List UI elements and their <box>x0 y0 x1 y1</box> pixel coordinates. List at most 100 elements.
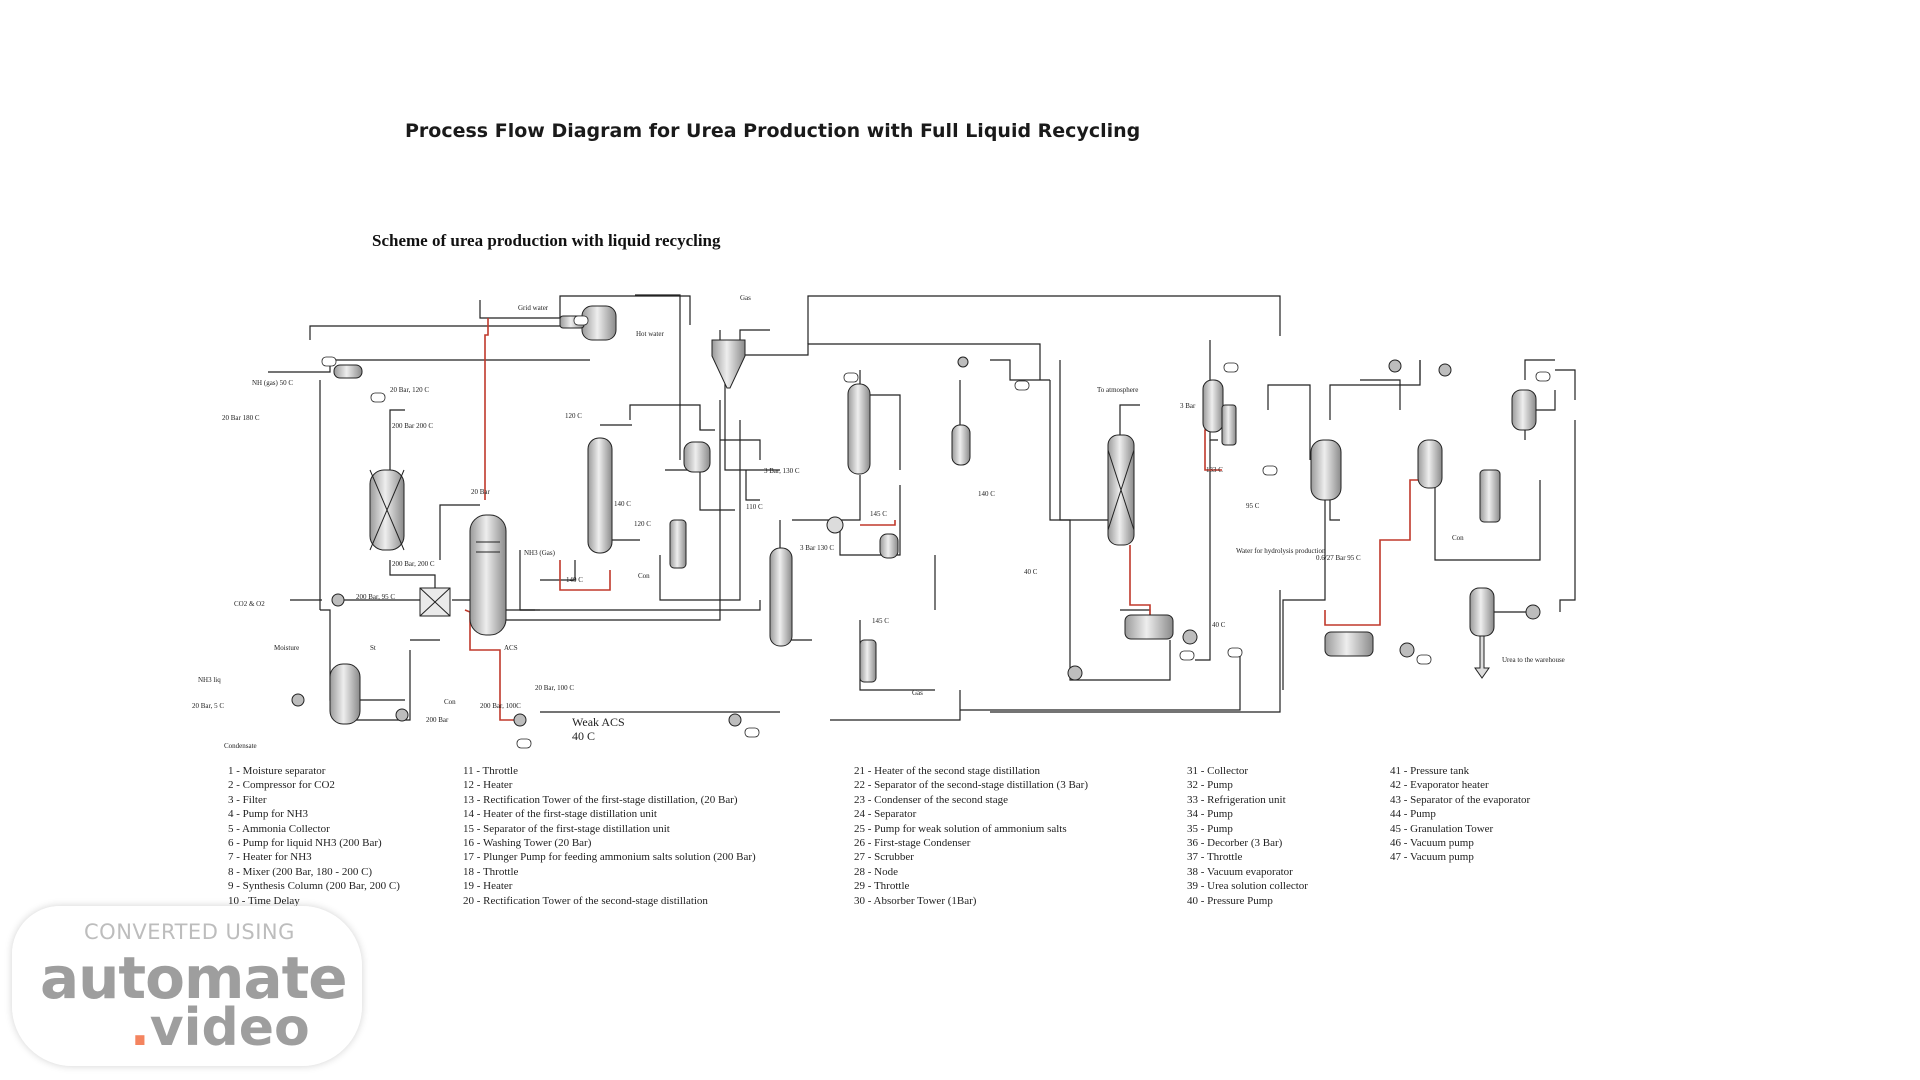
label-120c-a: 120 C <box>565 412 582 420</box>
legend-item: 17 - Plunger Pump for feeding ammonium s… <box>463 851 756 864</box>
legend-item: 23 - Condenser of the second stage <box>854 793 1008 806</box>
label-3bar-130c-b: 3 Bar 130 C <box>800 544 834 552</box>
equipment <box>329 305 1537 725</box>
synthesis-column <box>469 514 507 636</box>
watermark-suffix: video <box>149 998 310 1058</box>
red-line-decorber <box>1204 429 1222 471</box>
legend-item: 38 - Vacuum evaporator <box>1187 865 1293 878</box>
legend-item: 45 - Granulation Tower <box>1390 822 1494 835</box>
red-line-washer <box>484 318 489 500</box>
pump-47 <box>1438 363 1452 377</box>
line-pump32 <box>1069 640 1171 681</box>
pump-25 <box>728 713 742 727</box>
heater-19 <box>826 516 844 534</box>
diagram-subtitle: Scheme of urea production with liquid re… <box>372 231 721 250</box>
label-urea-warehouse: Urea to the warehouse <box>1502 656 1565 664</box>
line-top-washer <box>635 294 681 460</box>
legend-item: 47 - Vacuum pump <box>1390 851 1474 864</box>
line-tower20-bottom <box>792 475 861 521</box>
line-gas-separator <box>719 330 1041 380</box>
label-moisture: Moisture <box>274 644 299 652</box>
watermark-caption: CONVERTED USING <box>84 920 295 944</box>
label-3bar-130c-a: 3 Bar, 130 C <box>764 467 800 475</box>
label-co2: CO2 & O2 <box>234 600 265 608</box>
label-20bar-180c: 20 Bar 180 C <box>222 414 260 422</box>
process-labels: Gas Grid water Hot water NH (gas) 50 C 2… <box>192 294 1565 750</box>
condenser-23 <box>859 639 877 683</box>
label-20bar-120c: 20 Bar, 120 C <box>390 386 429 394</box>
red-line-heater14 <box>559 560 611 591</box>
legend-item: 41 - Pressure tank <box>1390 765 1470 777</box>
label-140c-d: 140 C <box>978 490 995 498</box>
label-20bar-100c: 20 Bar, 100 C <box>535 684 574 692</box>
watermark-brand-suffix: .video <box>130 998 310 1058</box>
label-145c-b: 145 C <box>872 617 889 625</box>
line-right-col16 <box>720 439 761 460</box>
line-evap-top <box>1524 359 1555 380</box>
granulation-tower <box>1469 587 1495 637</box>
line-synth-top <box>389 560 436 590</box>
legend-item: 30 - Absorber Tower (1Bar) <box>854 894 977 907</box>
legend-item: 24 - Separator <box>854 808 917 821</box>
pump-4 <box>291 693 305 707</box>
legend-item: 32 - Pump <box>1187 779 1233 792</box>
legend-item: 36 - Decorber (3 Bar) <box>1187 837 1283 850</box>
legend-item: 26 - First-stage Condenser <box>854 837 971 850</box>
line-gas-down <box>745 470 760 501</box>
line-vessel-top <box>1360 379 1401 410</box>
line-col16 <box>659 420 741 601</box>
pump-34 <box>1182 629 1198 645</box>
vacuum-evaporator <box>1310 439 1342 501</box>
label-200bar-200c-a: 200 Bar 200 C <box>392 422 433 430</box>
red-line-evap <box>1324 479 1425 626</box>
label-vacuum: 0.6/27 Bar 95 C <box>1316 554 1361 562</box>
label-nh3-liq: NH3 liq <box>198 676 221 684</box>
label-140c-a: 140 C <box>614 500 631 508</box>
label-nh3-gas: NH3 (Gas) <box>524 549 556 557</box>
label-200bar-100c: 200 Bar, 100C <box>480 702 521 710</box>
line-top-header <box>309 310 601 340</box>
legend-item: 15 - Separator of the first-stage distil… <box>463 822 670 835</box>
legend-item: 28 - Node <box>854 865 898 878</box>
pump-44 <box>1525 604 1541 620</box>
legend-col-4: 31 - Collector 32 - Pump 33 - Refrigerat… <box>1187 764 1308 908</box>
pump-17 <box>513 713 527 727</box>
label-grid-water: Grid water <box>518 304 549 312</box>
legend-item: 37 - Throttle <box>1187 851 1243 864</box>
node-28 <box>957 356 969 368</box>
label-20bar-5c: 20 Bar, 5 C <box>192 702 224 710</box>
decorber <box>1202 379 1224 433</box>
legend-item: 1 - Moisture separator <box>228 765 326 777</box>
legend-item: 33 - Refrigeration unit <box>1187 793 1286 806</box>
label-to-atmosphere: To atmosphere <box>1097 386 1138 394</box>
legend-item: 8 - Mixer (200 Bar, 180 - 200 C) <box>228 865 373 878</box>
label-con-a: Con <box>638 572 650 580</box>
separator-24 <box>951 424 971 466</box>
legend-item: 27 - Scrubber <box>854 851 914 864</box>
legend-item: 34 - Pump <box>1187 808 1233 821</box>
line-to-washer <box>479 295 691 325</box>
legend-item: 46 - Vacuum pump <box>1390 837 1474 850</box>
line-right-side <box>1559 420 1576 612</box>
legend-item: 10 - Time Delay <box>228 894 300 907</box>
red-line-absorber <box>1129 545 1151 620</box>
line-to-pump40 <box>1250 590 1281 713</box>
line-right-header <box>807 295 1281 344</box>
legend-item: 6 - Pump for liquid NH3 (200 Bar) <box>228 837 382 850</box>
separator-evaporator <box>1511 389 1537 431</box>
recycle-lines <box>464 318 1425 721</box>
label-140c-b: 140 C <box>566 576 583 584</box>
line-col13-side <box>629 404 701 430</box>
label-110c: 110 C <box>746 503 763 511</box>
line-nh-gas-header <box>268 359 590 373</box>
line-separator15 <box>699 470 735 511</box>
line-vac-evap <box>1267 384 1311 460</box>
legend-item: 22 - Separator of the second-stage disti… <box>854 779 1088 792</box>
line-synth-up <box>389 409 405 480</box>
urea-collector <box>1324 631 1374 657</box>
label-hot-water: Hot water <box>636 330 664 338</box>
collector-31 <box>1124 614 1174 640</box>
filter-nh-gas <box>333 364 363 379</box>
pump-35 <box>1399 642 1415 658</box>
